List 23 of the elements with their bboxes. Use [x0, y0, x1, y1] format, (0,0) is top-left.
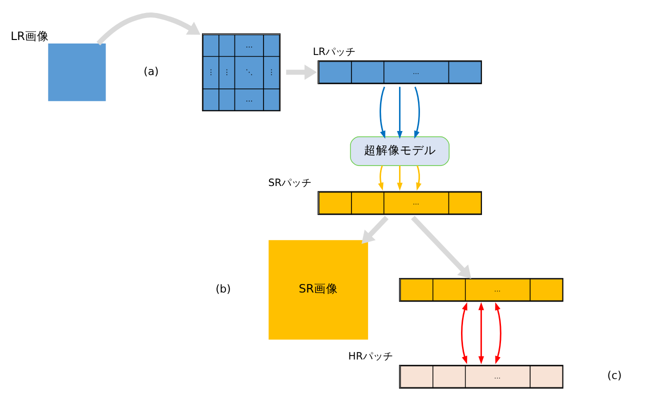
arrow [495, 302, 502, 364]
arrow [380, 86, 386, 138]
label: (a) [144, 64, 159, 78]
arrow [414, 86, 420, 138]
node-label: LRパッチ [312, 46, 356, 58]
arrow [362, 215, 389, 244]
arrow [416, 164, 422, 190]
label: (c) [607, 368, 622, 382]
node-box: SR画像 [268, 240, 368, 340]
arrow [478, 302, 484, 364]
arrow [96, 12, 200, 45]
arrow [397, 165, 403, 190]
node-label: HRパッチ [348, 351, 393, 362]
node-box: 超解像モデル [350, 136, 450, 166]
arrow [378, 164, 384, 190]
node-label: LR画像 [10, 28, 49, 43]
arrow [411, 215, 472, 278]
arrow [397, 86, 403, 138]
label: (b) [216, 282, 231, 295]
node-box [48, 42, 106, 101]
arrow [286, 64, 317, 80]
node-label: SRパッチ [268, 177, 312, 188]
arrow [461, 302, 468, 364]
